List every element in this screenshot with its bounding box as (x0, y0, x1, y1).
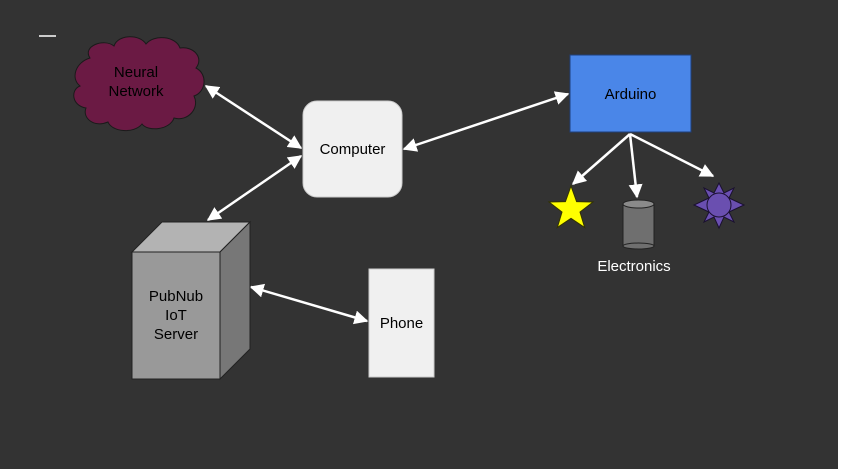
arrow-arduino-sun (629, 132, 715, 178)
computer-label: Computer (320, 141, 386, 158)
neural-network-label-line2: Network (108, 83, 164, 100)
pubnub-label-line2: IoT (165, 307, 187, 324)
arrow-arduino-star (571, 133, 631, 185)
arduino-label: Arduino (605, 86, 657, 103)
arrow-network-computer (204, 84, 303, 150)
star-icon (547, 184, 595, 229)
arrow-arduino-cylinder (628, 133, 643, 199)
server-front-face (131, 251, 221, 380)
right-edge-strip (838, 0, 841, 469)
computer-node: Computer (302, 100, 403, 198)
phone-label: Phone (380, 315, 423, 332)
arrow-server-phone (249, 283, 369, 325)
connectors (204, 84, 715, 325)
neural-network-label-line1: Neural (114, 64, 158, 81)
sun-icon (692, 181, 746, 230)
pubnub-label-line3: Server (154, 326, 198, 343)
cylinder-icon (622, 199, 655, 250)
arrow-computer-arduino (402, 91, 570, 152)
phone-node: Phone (368, 268, 435, 378)
pubnub-server-node: PubNub IoT Server (130, 220, 252, 381)
arrow-server-computer (206, 154, 303, 222)
pubnub-label-line1: PubNub (149, 288, 203, 305)
neural-network-node: Neural Network (73, 36, 205, 131)
cloud-icon (73, 36, 205, 131)
electronics-label: Electronics (597, 258, 670, 275)
arduino-node: Arduino (569, 54, 692, 133)
